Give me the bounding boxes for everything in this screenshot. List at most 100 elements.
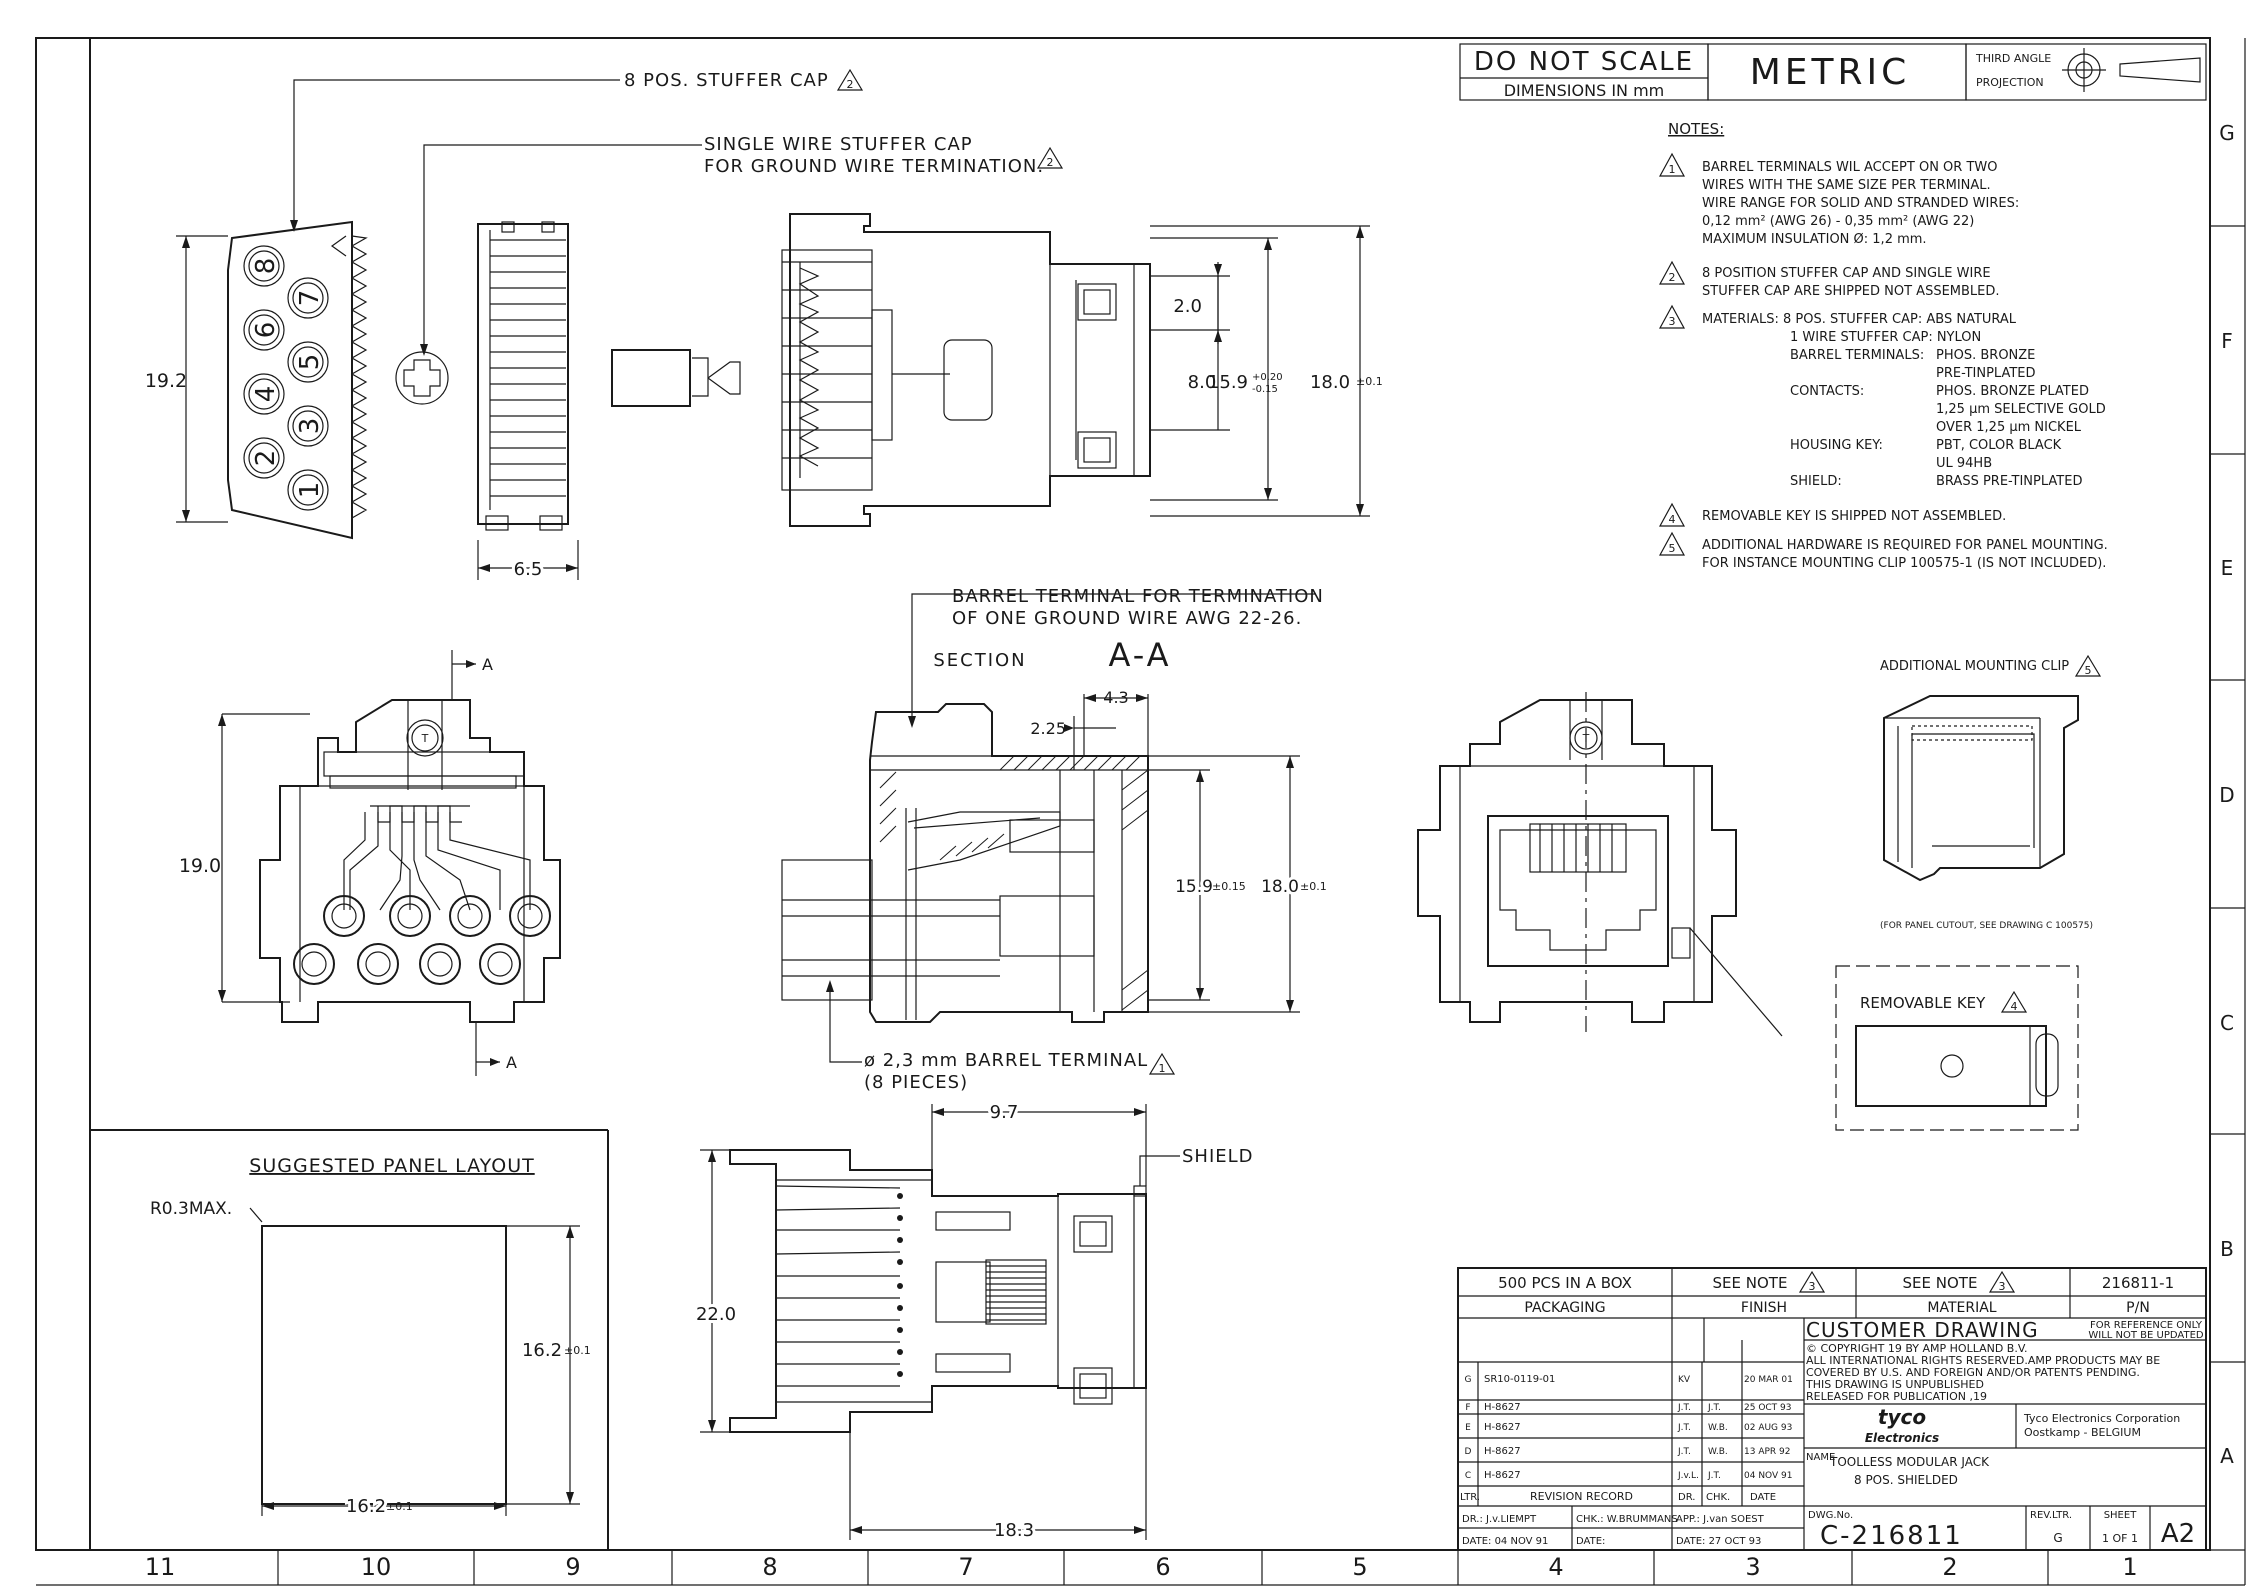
label-barrel-dia: ø 2,3 mm BARREL TERMINAL: [864, 1050, 1148, 1071]
contact-traces: [343, 805, 531, 911]
note-2-icon: 2: [1658, 260, 1686, 285]
zone-labels-bottom: 11 10 9 8 7 6 5 4 3 2 1: [145, 1553, 2138, 1581]
svg-text:F: F: [1465, 1403, 1470, 1413]
pin-number: 8: [251, 258, 281, 275]
zone-2: 2: [1942, 1553, 1957, 1581]
zone-10: 10: [361, 1553, 392, 1581]
copyright-line: THIS DRAWING IS UNPUBLISHED: [1805, 1378, 1984, 1391]
note-4-ref-icon: 4: [2000, 990, 2028, 1013]
dim-8-0: 8.0: [1188, 372, 1217, 393]
svg-text:3: 3: [1809, 1280, 1816, 1293]
note-1-ref-icon: 1: [1148, 1052, 1176, 1075]
projection-symbol-icon: [2062, 48, 2201, 92]
svg-text:2: 2: [1669, 271, 1676, 284]
packaging-label: PACKAGING: [1524, 1300, 1605, 1316]
label-removable-key: REMOVABLE KEY: [1860, 994, 1986, 1012]
side-fins: [775, 1185, 903, 1387]
barrel-holes: [293, 895, 551, 985]
do-not-scale: DO NOT SCALE: [1474, 47, 1694, 77]
svg-text:4: 4: [1669, 513, 1676, 526]
jack-side-view: 9.7 22.0 18.3 SHIELD: [693, 1099, 1253, 1544]
note-3-ref-icon: 3: [1988, 1270, 2016, 1293]
label-mounting-clip: ADDITIONAL MOUNTING CLIP: [1880, 659, 2069, 674]
table-row: F H-8627 J.T. J.T. 25 OCT 93: [1465, 1402, 1791, 1413]
table-header: LTR. REVISION RECORD DR. CHK. DATE: [1460, 1490, 1776, 1503]
copyright-line: ALL INTERNATIONAL RIGHTS RESERVED.AMP PR…: [1806, 1354, 2160, 1367]
pin-number: 7: [295, 290, 325, 307]
zone-5: 5: [1352, 1553, 1367, 1581]
revision-rows: G SR10-0119-01 KV 20 MAR 01 F H-8627 J.T…: [1460, 1374, 1793, 1503]
svg-text:KV: KV: [1678, 1375, 1691, 1385]
svg-text:J.T.: J.T.: [1677, 1447, 1691, 1457]
dim-16-2-v: 16.2: [522, 1340, 562, 1361]
svg-text:W.B.: W.B.: [1708, 1447, 1728, 1457]
dim-18-3: 18.3: [994, 1520, 1034, 1541]
rev-ltr-label: REV.LTR.: [2030, 1510, 2072, 1521]
svg-text:4: 4: [2011, 1000, 2018, 1013]
label-barrel-terminal: OF ONE GROUND WIRE AWG 22-26.: [952, 608, 1302, 629]
svg-text:J.T.: J.T.: [1677, 1403, 1691, 1413]
name-label: NAME: [1806, 1452, 1835, 1463]
single-cap-side-view: [611, 349, 741, 407]
note-3-item: HOUSING KEY:: [1790, 438, 1883, 453]
svg-text:1: 1: [1669, 163, 1676, 176]
note-2-ref-icon: 2: [836, 68, 864, 91]
table-row: C H-8627 J.v.L. J.T. 04 NOV 91: [1465, 1470, 1793, 1481]
section-label: SECTION: [933, 650, 1026, 671]
dim-19-2: 19.2: [145, 370, 187, 392]
dim-18-0b: 18.0: [1261, 877, 1299, 897]
svg-text:3: 3: [1669, 315, 1676, 328]
approved-by: APP.: J.van SOEST: [1676, 1514, 1765, 1525]
note-1-line: 0,12 mm² (AWG 26) - 0,35 mm² (AWG 22): [1702, 214, 1974, 229]
dim-15-9b: 15.9: [1175, 877, 1213, 897]
mounting-clip: ADDITIONAL MOUNTING CLIP 5 (FOR PANEL CU…: [1880, 654, 2102, 931]
zone-6: 6: [1155, 1553, 1170, 1581]
svg-text:CHK.: CHK.: [1706, 1492, 1730, 1503]
note-4-icon: 4: [1658, 502, 1686, 527]
note-3-value: UL 94HB: [1936, 456, 1992, 471]
svg-text:SR10-0119-01: SR10-0119-01: [1484, 1374, 1555, 1385]
zone-g: G: [2219, 121, 2235, 145]
note-3-value: OVER 1,25 µm NICKEL: [1936, 420, 2082, 435]
customer-drawing: CUSTOMER DRAWING: [1806, 1318, 2039, 1342]
svg-text:2: 2: [1047, 156, 1054, 169]
dim-15-9b-tol: ±0.15: [1212, 880, 1246, 893]
checked-by: CHK.: W.BRUMMANS: [1576, 1514, 1678, 1525]
zone-e: E: [2221, 556, 2234, 580]
svg-text:H-8627: H-8627: [1484, 1470, 1521, 1481]
pin-number: 5: [295, 354, 325, 371]
dim-15-9: 15.9: [1208, 372, 1248, 393]
pin-number: 1: [295, 482, 325, 499]
note-2-line: 8 POSITION STUFFER CAP AND SINGLE WIRE: [1702, 266, 1991, 281]
zone-d: D: [2219, 783, 2234, 807]
label-stuffer-cap-8: 8 POS. STUFFER CAP: [624, 70, 829, 91]
note-3-value: PHOS. BRONZE PLATED: [1936, 384, 2089, 399]
part-name: TOOLLESS MODULAR JACK: [1829, 1455, 1990, 1469]
note-1-line: MAXIMUM INSULATION Ø: 1,2 mm.: [1702, 232, 1927, 247]
dim-22-0: 22.0: [696, 1304, 736, 1325]
svg-text:T: T: [421, 732, 429, 745]
for-reference: WILL NOT BE UPDATED: [2088, 1330, 2204, 1341]
checked-date: DATE:: [1576, 1536, 1605, 1547]
svg-text:20 MAR 01: 20 MAR 01: [1744, 1375, 1793, 1385]
note-4-line: REMOVABLE KEY IS SHIPPED NOT ASSEMBLED.: [1702, 509, 2006, 524]
dwg-no: C-216811: [1820, 1521, 1963, 1551]
svg-text:02 AUG 93: 02 AUG 93: [1744, 1423, 1792, 1433]
svg-text:25 OCT 93: 25 OCT 93: [1744, 1403, 1792, 1413]
dim-19-0: 19.0: [179, 855, 221, 877]
note-3-value: PRE-TINPLATED: [1936, 366, 2036, 381]
svg-text:13 APR 92: 13 APR 92: [1744, 1447, 1790, 1457]
copyright-line: © COPYRIGHT 19 BY AMP HOLLAND B.V.: [1806, 1342, 2027, 1355]
metric-label: METRIC: [1750, 52, 1911, 93]
note-3-value: PHOS. BRONZE: [1936, 348, 2035, 363]
pin-number: 3: [295, 418, 325, 435]
svg-text:D: D: [1465, 1447, 1472, 1457]
zone-9: 9: [565, 1553, 580, 1581]
section-a-a-view: SECTION A-A BARREL TERMINAL FOR TERMINAT…: [781, 586, 1327, 1093]
drawn-date: DATE: 04 NOV 91: [1462, 1536, 1548, 1547]
svg-text:04 NOV 91: 04 NOV 91: [1744, 1471, 1792, 1481]
label-barrel-terminal: BARREL TERMINAL FOR TERMINATION: [952, 586, 1324, 607]
zone-a: A: [2220, 1444, 2234, 1468]
material-label: MATERIAL: [1927, 1300, 1996, 1316]
company-name: Tyco Electronics Corporation: [2023, 1412, 2180, 1425]
